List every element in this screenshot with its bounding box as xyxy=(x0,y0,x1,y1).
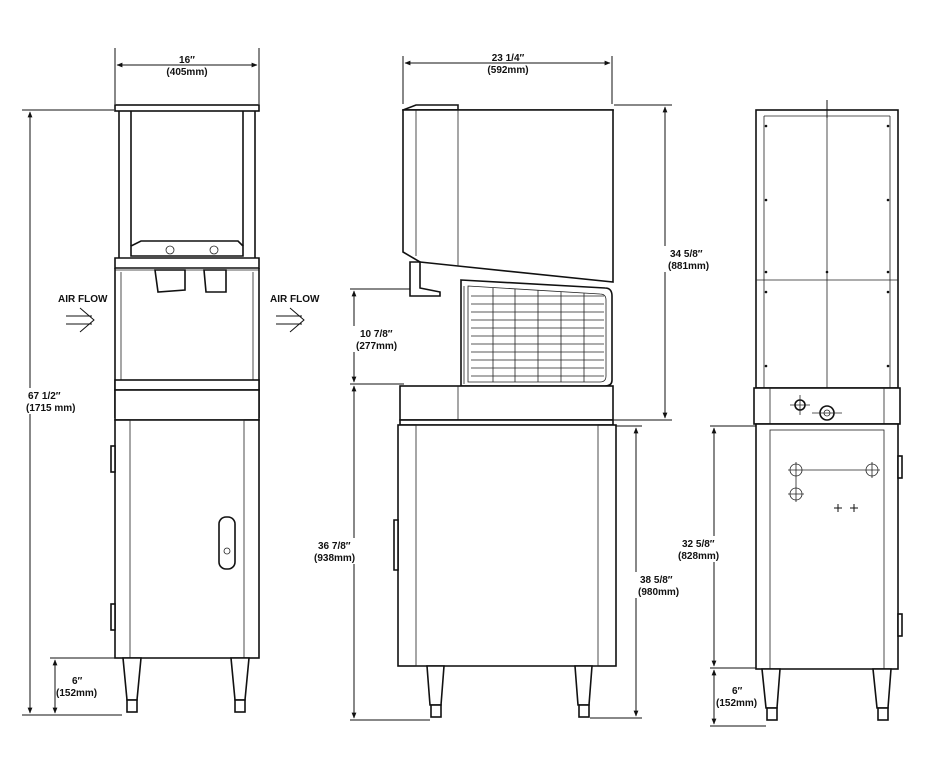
side-upper-housing xyxy=(402,109,614,283)
dispense-nozzle-right-icon xyxy=(203,269,227,293)
side-leg-right xyxy=(574,665,593,706)
side-dispense-mm: (277mm) xyxy=(356,341,397,352)
rear-stand-inch: 32 5/8″ xyxy=(682,539,715,550)
front-leg-left xyxy=(122,657,142,701)
dispense-nozzle-left-icon xyxy=(154,269,186,293)
front-cabinet xyxy=(114,419,260,659)
side-depth-inch: 23 1/4″ xyxy=(492,53,525,64)
side-base-mm: (938mm) xyxy=(314,553,355,564)
rear-stand-mm: (828mm) xyxy=(678,551,719,562)
side-stand xyxy=(397,424,617,667)
front-view: 16″ (405mm) 67 1/2″ (1715 mm) 6″ (152mm) xyxy=(22,48,320,716)
airflow-arrow-right-icon xyxy=(276,307,305,333)
side-stand-mm: (980mm) xyxy=(638,587,679,598)
front-leg-mm: (152mm) xyxy=(56,688,97,699)
side-stand-inch: 38 5/8″ xyxy=(640,575,673,586)
side-dispense-inch: 10 7/8″ xyxy=(360,329,393,340)
rear-screws xyxy=(764,124,890,368)
rear-leg-left xyxy=(761,668,781,709)
rear-leg-right xyxy=(872,668,892,709)
airflow-label-right: AIR FLOW xyxy=(270,294,320,305)
side-depth-mm: (592mm) xyxy=(487,65,528,76)
airflow-arrow-left-icon xyxy=(66,307,95,333)
airflow-label-left: AIR FLOW xyxy=(58,294,108,305)
grille-lines xyxy=(471,288,604,382)
side-base-inch: 36 7/8″ xyxy=(318,541,351,552)
front-height-mm: (1715 mm) xyxy=(26,403,75,414)
front-width-inch: 16″ xyxy=(179,55,195,66)
side-upper-inch: 34 5/8″ xyxy=(670,249,703,260)
front-leg-right xyxy=(230,657,250,701)
side-upper-mm: (881mm) xyxy=(668,261,709,272)
rear-leg-mm: (152mm) xyxy=(716,698,757,709)
front-width-mm: (405mm) xyxy=(166,67,207,78)
side-view: 23 1/4″ (592mm) 34 5/8″ (881mm) 10 7/8″ … xyxy=(312,53,716,721)
front-height-inch: 67 1/2″ xyxy=(28,391,61,402)
door-handle-icon xyxy=(218,516,236,570)
rear-view: 32 5/8″ (828mm) 6″ (152mm) xyxy=(676,100,903,727)
button-left-icon xyxy=(165,245,175,255)
button-right-icon xyxy=(209,245,219,255)
side-leg-left xyxy=(426,665,445,706)
rear-leg-inch: 6″ xyxy=(732,686,743,697)
front-leg-inch: 6″ xyxy=(72,676,83,687)
control-panel xyxy=(130,240,244,257)
rear-stand xyxy=(755,423,899,670)
